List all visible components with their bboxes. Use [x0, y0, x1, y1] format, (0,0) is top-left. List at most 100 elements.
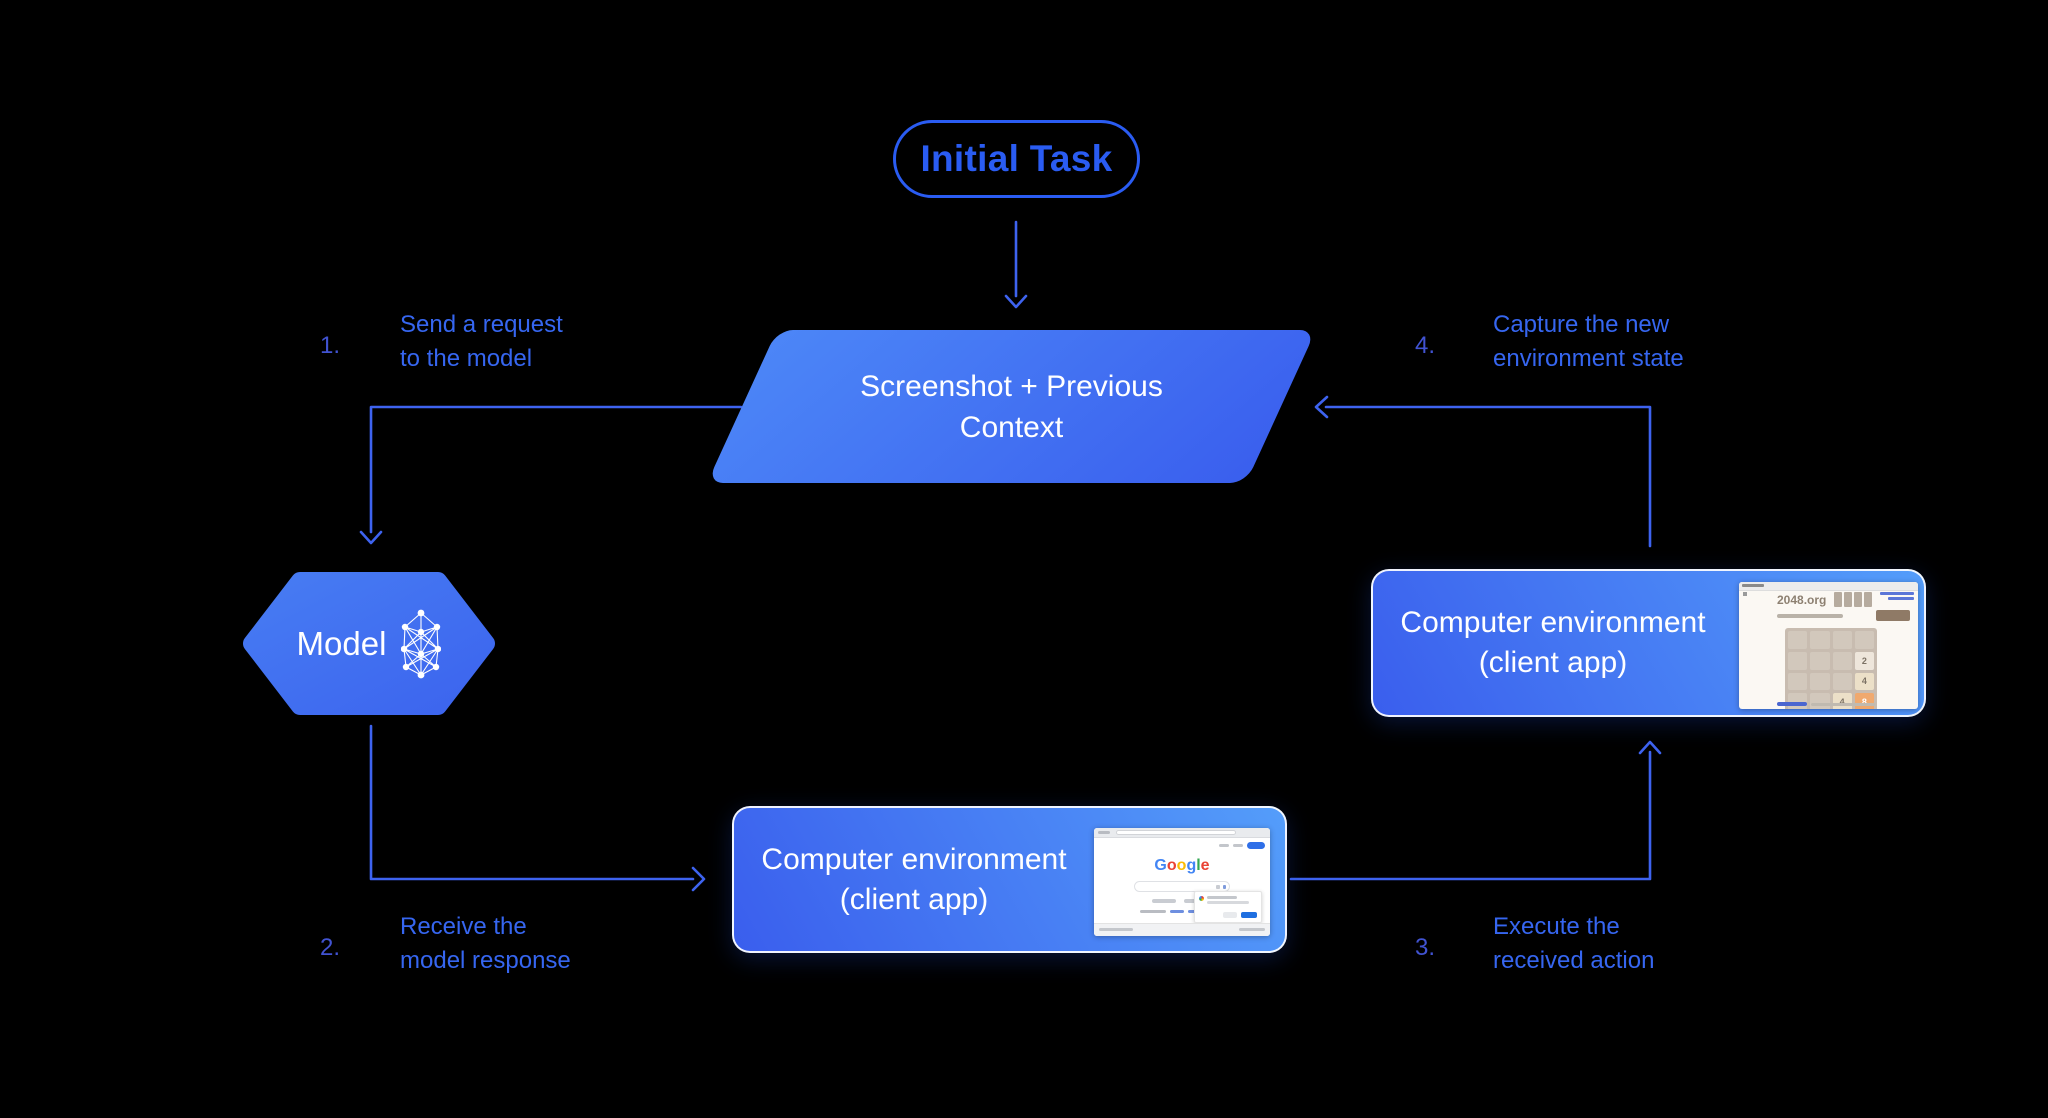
sign-in-button [1247, 842, 1265, 849]
tab-title [1742, 584, 1764, 587]
step-3-number: 3. [1415, 934, 1436, 961]
google-logo-letter: G [1154, 857, 1167, 874]
customize-button [1223, 912, 1237, 918]
browser-tab-bar [1739, 582, 1918, 591]
neural-network-icon [401, 609, 442, 678]
model-label: Model [296, 624, 387, 662]
arrowhead-up-icon [1638, 740, 1662, 755]
step-4-number: 4. [1415, 332, 1436, 359]
step-2-line1: Receive the [400, 913, 527, 940]
arrowhead-down-icon [1004, 294, 1028, 309]
step-2-line2: model response [400, 947, 571, 974]
images-link [1233, 844, 1243, 847]
footer-link [1777, 702, 1807, 706]
initial-task-label: Initial Task [920, 138, 1113, 179]
board-cell [1832, 631, 1852, 649]
footer-links-left [1099, 928, 1133, 931]
connector-screenshot-to-model [369, 405, 743, 534]
offered-in-text [1140, 910, 1166, 913]
step-3-label: Execute the received action [1493, 910, 1654, 978]
board-cell [1810, 672, 1830, 691]
footer-text [1811, 702, 1875, 706]
google-logo-letter: o [1166, 857, 1177, 874]
score-boxes [1834, 592, 1872, 607]
step-4-line2: environment state [1493, 345, 1684, 372]
score-box [1834, 592, 1842, 607]
score-box [1844, 592, 1852, 607]
mic-icon [1223, 885, 1226, 889]
model-node: Model [240, 570, 498, 717]
board-cell [1788, 651, 1808, 670]
gmail-link [1219, 844, 1229, 847]
board-cell [1788, 631, 1808, 649]
footer-links [1777, 702, 1875, 706]
game-board: 2448 [1785, 628, 1877, 709]
hexagon-shape [243, 572, 495, 715]
initial-task-node: Initial Task [893, 120, 1140, 198]
favicon [1743, 592, 1747, 596]
google-g-icon [1199, 896, 1204, 901]
computer-env-right-label: Computer environment (client app) [1373, 571, 1733, 715]
step-1-label: Send a request to the model [400, 308, 563, 376]
google-logo-letter: o [1176, 857, 1187, 874]
score-box [1854, 592, 1862, 607]
board-cell [1854, 631, 1874, 649]
screenshot-context-node: Screenshot + Previous Context [706, 330, 1317, 483]
browser-controls-icon [1098, 831, 1110, 834]
computer-env-right-line2: (client app) [1478, 646, 1628, 679]
google-logo-letter: e [1200, 857, 1210, 874]
browser-toolbar [1094, 828, 1270, 838]
cookie-dialog-text [1207, 896, 1237, 899]
step-2-label: Receive the model response [400, 910, 571, 978]
google-search-button [1152, 899, 1176, 903]
step-4-line1: Capture the new [1493, 311, 1670, 338]
new-game-button [1876, 610, 1910, 621]
step-3-line2: received action [1493, 947, 1655, 974]
google-signin-area [1219, 842, 1265, 849]
board-cell [1788, 672, 1808, 691]
game-instructions-text [1777, 614, 1843, 618]
step-1-line1: Send a request [400, 311, 563, 338]
board-tile: 2 [1854, 651, 1874, 670]
arrowhead-down-icon [359, 530, 383, 545]
step-1-number: 1. [320, 332, 341, 359]
board-cell [1832, 672, 1852, 691]
google-logo-letter: g [1186, 857, 1197, 874]
google-homepage-thumbnail: Google [1094, 828, 1270, 936]
accept-button [1241, 912, 1257, 918]
keyboard-icon [1216, 885, 1220, 889]
step-3-line1: Execute the [1493, 913, 1620, 940]
game-2048-thumbnail: 2048.org 2448 [1739, 582, 1918, 709]
computer-env-bottom-line2: (client app) [839, 882, 989, 916]
step-2-number: 2. [320, 934, 341, 961]
step-1-line2: to the model [400, 345, 533, 372]
google-footer [1094, 923, 1270, 936]
board-cell [1810, 631, 1830, 649]
screenshot-context-label: Screenshot + Previous Context [742, 330, 1281, 483]
header-link [1880, 592, 1914, 595]
cookie-dialog-text [1207, 901, 1249, 904]
header-links [1880, 592, 1914, 600]
board-tile: 4 [1854, 672, 1874, 691]
computer-env-bottom-label: Computer environment (client app) [734, 808, 1094, 951]
computer-env-bottom-line1: Computer environment [761, 842, 1067, 876]
model-node-shape [243, 572, 495, 715]
board-cell [1810, 651, 1830, 670]
score-box [1864, 592, 1872, 607]
arrowhead-right-icon [691, 866, 706, 892]
screenshot-context-line2: Context [959, 410, 1064, 444]
browser-url-bar [1116, 830, 1236, 835]
language-link [1170, 910, 1184, 913]
connector-env-to-screenshot [1324, 405, 1652, 548]
footer-links-right [1239, 928, 1265, 931]
computer-env-right-line1: Computer environment [1400, 606, 1706, 639]
google-search-box [1134, 881, 1230, 892]
arrowhead-left-icon [1314, 395, 1329, 419]
screenshot-context-line1: Screenshot + Previous [860, 369, 1163, 403]
step-4-label: Capture the new environment state [1493, 308, 1684, 376]
header-link [1888, 597, 1914, 600]
computer-env-bottom-node: Computer environment (client app) Google [732, 806, 1287, 953]
google-logo: Google [1094, 857, 1270, 875]
